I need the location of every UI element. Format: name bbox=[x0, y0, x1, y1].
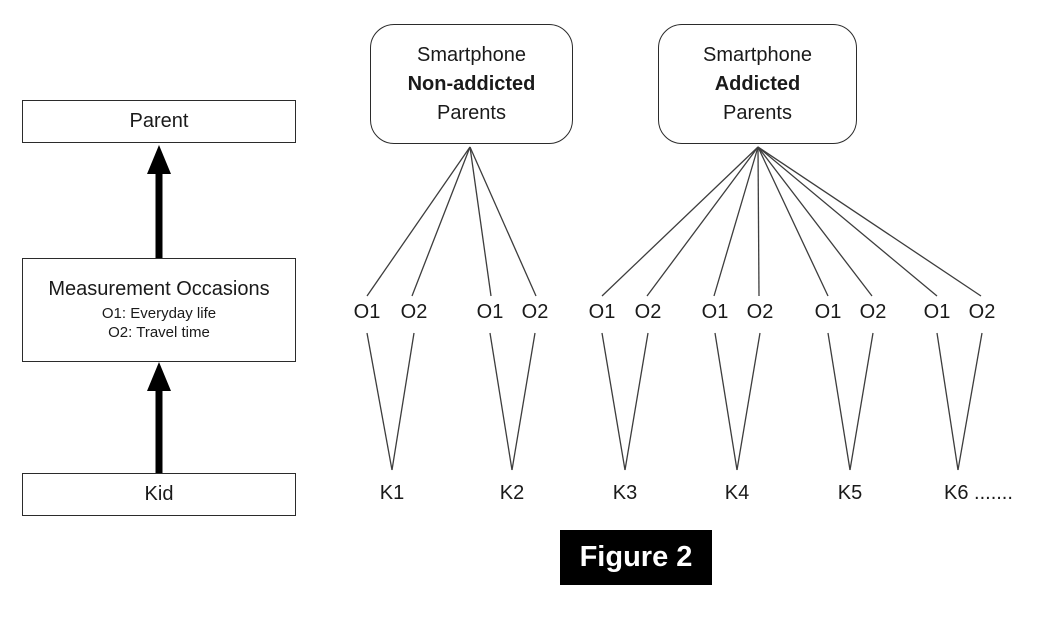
occasion-label: O1 bbox=[701, 301, 729, 323]
arrow-kid-to-measurement bbox=[147, 362, 171, 473]
occasion-label: O2 bbox=[859, 301, 887, 323]
non-addicted-parents-box: Smartphone Non-addicted Parents bbox=[370, 24, 573, 144]
non-addicted-line1: Smartphone bbox=[417, 43, 526, 66]
kid-box: Kid bbox=[22, 473, 296, 516]
occasion2-definition: O2: Travel time bbox=[108, 324, 210, 341]
measurement-occasions-box: Measurement Occasions O1: Everyday life … bbox=[22, 258, 296, 362]
occasion-label: O1 bbox=[923, 301, 951, 323]
occasion-label: O2 bbox=[968, 301, 996, 323]
non-addicted-line2: Non-addicted bbox=[407, 72, 536, 95]
measurement-occasions-title: Measurement Occasions bbox=[48, 278, 270, 301]
addicted-line1: Smartphone bbox=[703, 43, 812, 66]
parent-box: Parent bbox=[22, 100, 296, 143]
non-addicted-line3: Parents bbox=[437, 101, 506, 124]
occasion-label: O1 bbox=[353, 301, 381, 323]
occasion-to-kid-lines bbox=[366, 332, 983, 471]
kid-box-label: Kid bbox=[144, 483, 174, 505]
occasion-label: O2 bbox=[746, 301, 774, 323]
kid-label: K3 bbox=[612, 482, 638, 504]
addicted-line3: Parents bbox=[723, 101, 792, 124]
kid-label: K5 bbox=[837, 482, 863, 504]
figure-caption-text: Figure 2 bbox=[579, 541, 693, 573]
addicted-line2: Addicted bbox=[714, 72, 801, 95]
occasion1-definition: O1: Everyday life bbox=[101, 305, 217, 323]
occasion-label: O2 bbox=[521, 301, 549, 323]
kid-label: K2 bbox=[499, 482, 525, 504]
kid-label: K4 bbox=[724, 482, 750, 504]
occasion-label: O1 bbox=[588, 301, 616, 323]
occasion-label: O2 bbox=[400, 301, 428, 323]
addicted-parents-box: Smartphone Addicted Parents bbox=[658, 24, 857, 144]
figure-caption: Figure 2 bbox=[560, 530, 712, 585]
kid-label: K6 ....... bbox=[944, 482, 1013, 504]
fan-lines-addicted bbox=[601, 146, 982, 297]
kid-label: K1 bbox=[379, 482, 405, 504]
occasion-label: O1 bbox=[476, 301, 504, 323]
occasion-label: O1 bbox=[814, 301, 842, 323]
occasion-label: O2 bbox=[634, 301, 662, 323]
parent-box-label: Parent bbox=[129, 110, 189, 132]
fan-lines-non-addicted bbox=[366, 146, 537, 297]
arrow-measurement-to-parent bbox=[147, 145, 171, 258]
